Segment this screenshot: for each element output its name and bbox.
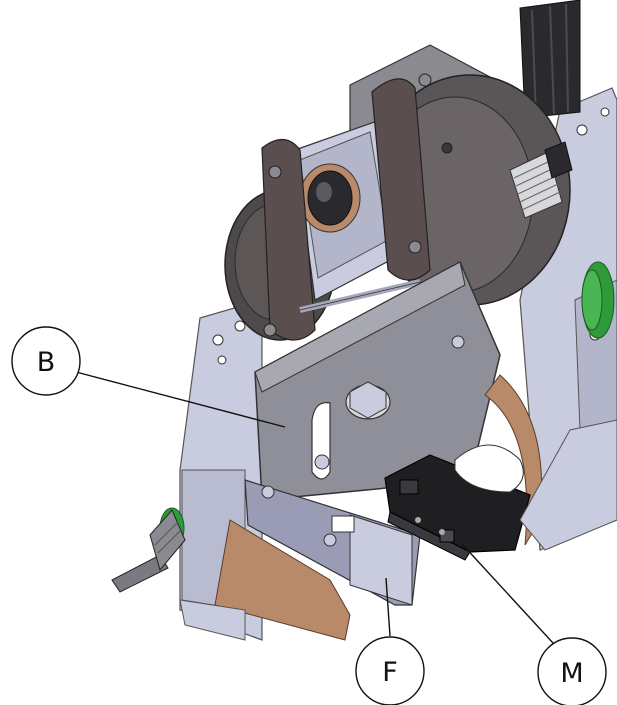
- callout-f: F: [355, 577, 425, 705]
- callout-circle-b: [11, 326, 81, 396]
- right-green-wheel: [581, 261, 615, 339]
- leader-line-m: [461, 543, 554, 644]
- callout-m: M: [461, 543, 607, 705]
- threaded-connector: [509, 141, 573, 219]
- callout-b: B: [11, 326, 286, 428]
- leader-line-f: [385, 577, 391, 637]
- motor-housing: [224, 44, 571, 341]
- callout-circle-m: [537, 637, 607, 705]
- callout-circle-f: [355, 636, 425, 705]
- callout-label-f: F: [382, 657, 398, 688]
- leader-line-b: [75, 371, 286, 428]
- top-column: [519, 0, 581, 119]
- callout-label-m: M: [560, 658, 583, 689]
- bracket-b: [254, 260, 501, 501]
- left-cable: [111, 507, 186, 593]
- mounting-plate-f: [244, 479, 421, 606]
- switch-module-m: [384, 444, 531, 561]
- lower-frame: [179, 419, 617, 641]
- callout-label-b: B: [37, 347, 56, 378]
